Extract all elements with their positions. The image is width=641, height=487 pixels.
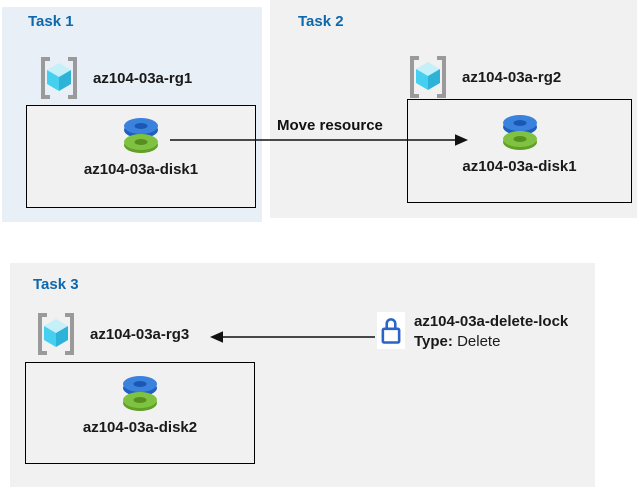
lock-type-value: Delete bbox=[457, 333, 501, 350]
lock-icon bbox=[381, 318, 401, 344]
task3-disk-label: az104-03a-disk2 bbox=[82, 419, 198, 436]
lock-type-label: Type: bbox=[414, 333, 458, 350]
task1-disk-label: az104-03a-disk1 bbox=[83, 161, 199, 178]
disk-icon bbox=[124, 118, 158, 153]
disk-icon bbox=[502, 115, 537, 150]
disk-icon bbox=[123, 376, 157, 411]
move-resource-label: Move resource bbox=[277, 117, 383, 134]
task1-resource-group-label: az104-03a-rg1 bbox=[93, 69, 193, 87]
resource-group-icon bbox=[41, 57, 77, 99]
lock-text: az104-03a-delete-lock Type: Delete bbox=[414, 312, 568, 352]
task3-resource-group: az104-03a-rg3 bbox=[33, 312, 189, 356]
task3-resource-box: az104-03a-disk2 bbox=[25, 362, 255, 464]
delete-lock-annotation: az104-03a-delete-lock Type: Delete bbox=[377, 312, 568, 352]
task3-resource-group-label: az104-03a-rg3 bbox=[90, 325, 190, 343]
resource-group-icon bbox=[410, 56, 446, 98]
task2-resource-group: az104-03a-rg2 bbox=[405, 54, 561, 100]
task2-title: Task 2 bbox=[298, 13, 344, 30]
task2-resource-box: az104-03a-disk1 bbox=[407, 99, 632, 203]
task2-disk-label: az104-03a-disk1 bbox=[462, 158, 577, 175]
task2-resource-group-label: az104-03a-rg2 bbox=[462, 68, 562, 86]
resource-group-icon bbox=[38, 313, 74, 355]
task3-title: Task 3 bbox=[33, 276, 79, 293]
lock-name: az104-03a-delete-lock bbox=[414, 313, 569, 330]
lock-badge bbox=[377, 312, 405, 349]
task1-resource-box: az104-03a-disk1 bbox=[26, 105, 256, 208]
task1-resource-group: az104-03a-rg1 bbox=[36, 55, 192, 101]
task1-title: Task 1 bbox=[28, 13, 74, 30]
